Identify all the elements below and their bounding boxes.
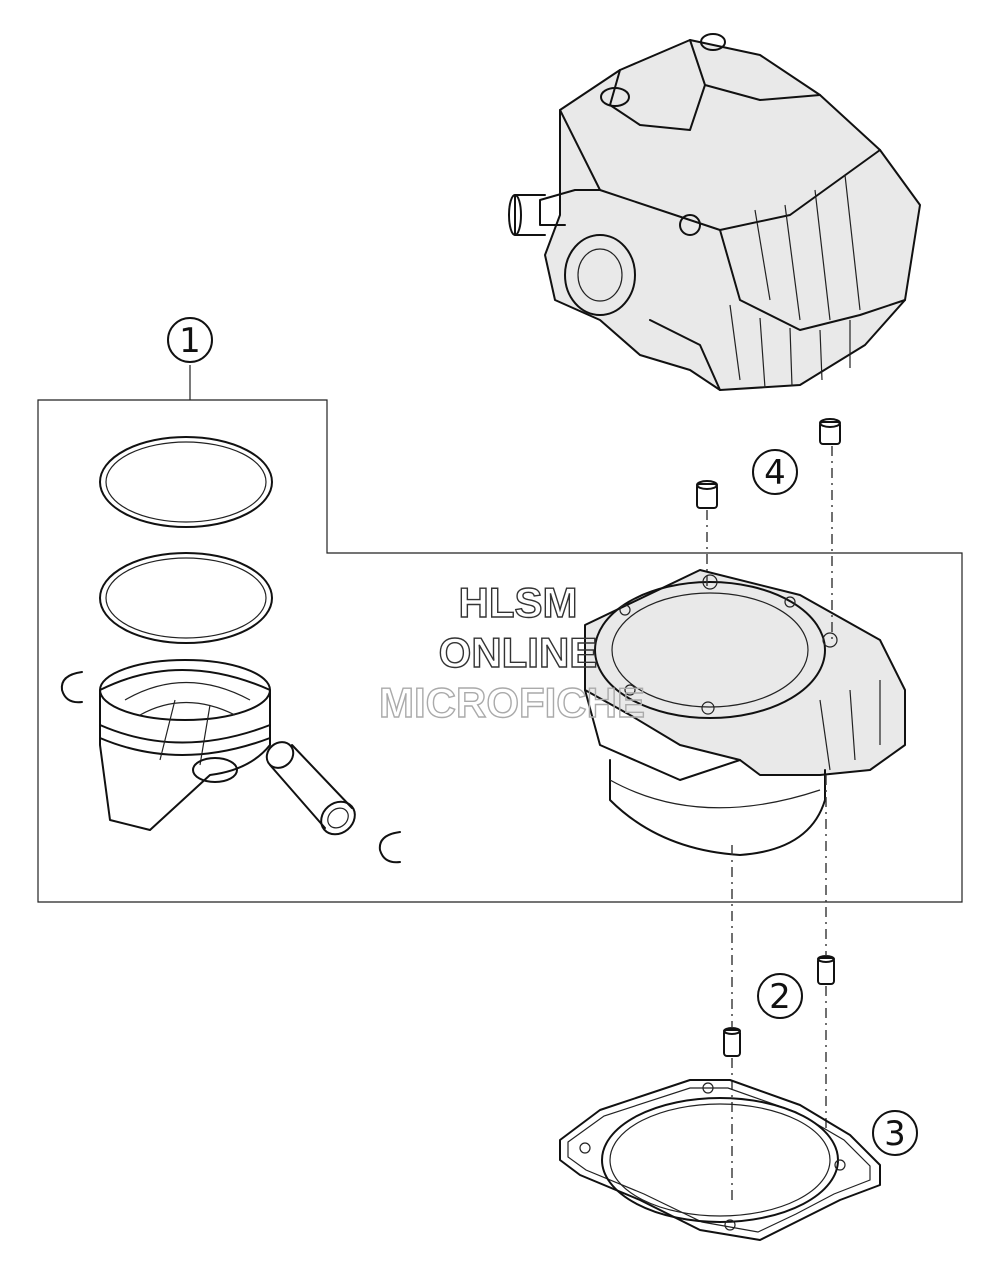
cylinder-head-illustration xyxy=(508,33,921,391)
watermark-line-2: ONLINE xyxy=(439,629,598,676)
watermark-line-1: HLSM xyxy=(459,579,578,626)
callout-1: 1 xyxy=(167,317,213,363)
watermark: HLSM ONLINE MICROFICHE xyxy=(378,578,645,726)
cylinder-base-gasket xyxy=(559,1079,881,1241)
callout-3-label: 3 xyxy=(884,1114,906,1154)
kit-outline-frame xyxy=(37,399,963,903)
callout-3: 3 xyxy=(872,1110,918,1156)
callout-2: 2 xyxy=(757,973,803,1019)
callout-4-label: 4 xyxy=(764,453,786,493)
circlip-left xyxy=(60,671,83,704)
dowel-pin-top-right xyxy=(819,418,841,445)
dowel-pin-bottom-right xyxy=(817,955,835,985)
dowel-pin-top-left xyxy=(696,480,718,509)
callout-2-label: 2 xyxy=(769,977,791,1017)
piston-ring-lower xyxy=(99,552,273,644)
cylinder-illustration xyxy=(584,569,906,856)
piston-ring-upper xyxy=(99,436,273,528)
callout-4: 4 xyxy=(752,449,798,495)
watermark-line-3: MICROFICHE xyxy=(379,679,645,726)
circlip-right xyxy=(378,831,401,864)
dowel-pin-bottom-left xyxy=(723,1027,741,1057)
piston-pin-illustration xyxy=(265,741,356,836)
piston-illustration xyxy=(99,659,271,831)
callout-1-label: 1 xyxy=(179,321,201,361)
